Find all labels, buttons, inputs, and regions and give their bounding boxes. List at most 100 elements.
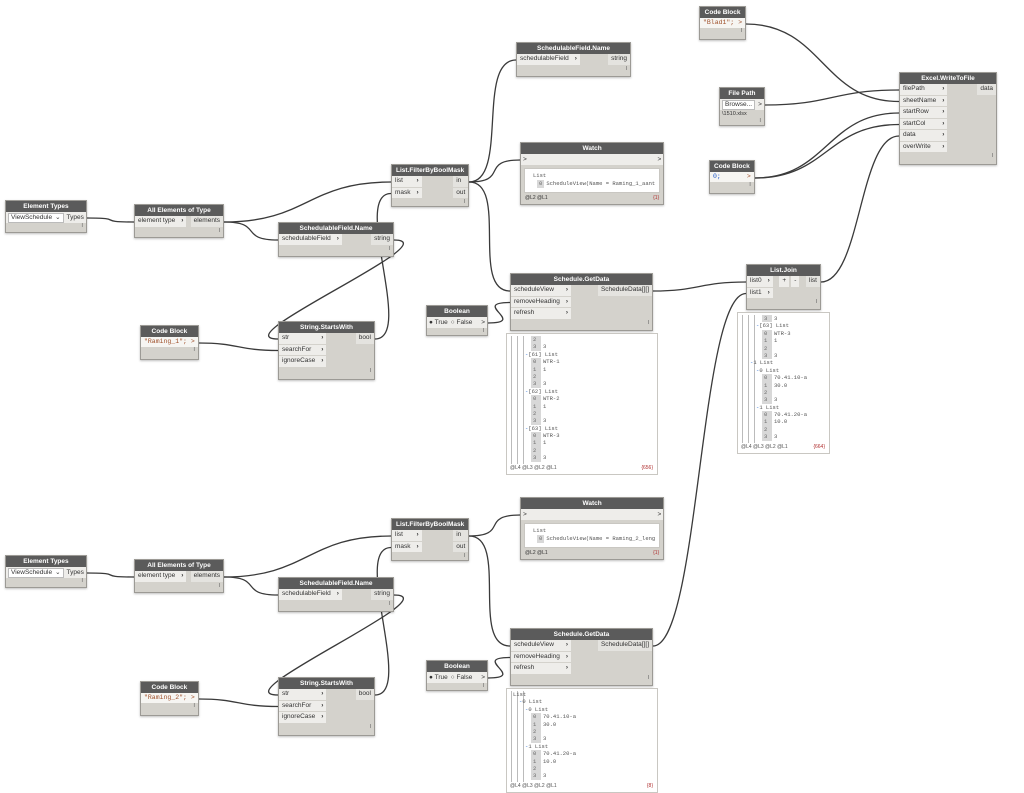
input-port-startrow[interactable]: startRow› <box>900 107 948 118</box>
collapse-toggle-icon[interactable]: - <box>519 698 523 706</box>
collapse-toggle-icon[interactable]: - <box>525 350 529 358</box>
input-port-list0[interactable]: list0› <box>747 276 773 287</box>
wire-aet1-lf1[interactable] <box>223 181 392 223</box>
wire-et2-aet2[interactable] <box>86 572 135 578</box>
code-block-editor[interactable]: "Raming_2";> <box>141 693 198 703</box>
code-text[interactable]: "Raming_2"; <box>144 694 187 701</box>
input-port-ignorecase[interactable]: ignoreCase› <box>279 712 327 723</box>
wire-cb3-ssw2[interactable] <box>198 698 279 708</box>
node-title[interactable]: All Elements of Type <box>135 205 223 216</box>
node-title[interactable]: Watch <box>521 498 664 509</box>
collapse-toggle-icon[interactable]: - <box>756 322 760 330</box>
collapse-toggle-icon[interactable]: - <box>525 742 529 750</box>
output-port-string[interactable]: string <box>608 54 630 65</box>
node-title[interactable]: Element Types <box>6 556 86 567</box>
input-port-list[interactable]: list› <box>392 530 422 541</box>
collapse-toggle-icon[interactable]: - <box>525 424 529 432</box>
wire-cb1-ssw1[interactable] <box>198 342 279 352</box>
input-port-searchfor[interactable]: searchFor› <box>279 344 327 355</box>
cb1-node[interactable]: Code Block"Raming_1";>I <box>140 325 199 360</box>
output-port-icon[interactable]: > <box>190 694 195 701</box>
output-port-icon[interactable]: > <box>657 511 662 518</box>
element-type-dropdown[interactable]: ViewSchedule⌄ <box>8 212 64 223</box>
node-title[interactable]: List.FilterByBoolMask <box>392 165 469 176</box>
input-port-scheduleview[interactable]: scheduleView› <box>511 640 572 651</box>
input-port-sheetname[interactable]: sheetName› <box>900 95 948 106</box>
collapse-toggle-icon[interactable]: - <box>750 359 754 367</box>
wire-bool2-sgd2[interactable] <box>487 656 511 679</box>
output-port-types[interactable]: Types <box>66 214 84 221</box>
input-port-removeheading[interactable]: removeHeading› <box>511 296 572 307</box>
input-port-schedulablefield[interactable]: schedulableField› <box>279 589 342 600</box>
remove-input-button[interactable]: - <box>791 276 800 287</box>
collapse-toggle-icon[interactable]: - <box>525 705 529 713</box>
input-port-filepath[interactable]: filePath› <box>900 84 948 95</box>
node-title[interactable]: Schedule.GetData <box>511 629 652 640</box>
output-port-elements[interactable]: elements <box>190 571 223 582</box>
output-port-elements[interactable]: elements <box>190 216 223 227</box>
wire-cb_blad-excel[interactable] <box>745 23 900 103</box>
input-port-searchfor[interactable]: searchFor› <box>279 700 327 711</box>
collapse-toggle-icon[interactable]: - <box>756 403 760 411</box>
radio-false[interactable]: ○ False <box>450 319 473 326</box>
node-title[interactable]: File Path <box>720 88 764 99</box>
output-port-bool[interactable]: bool <box>355 333 374 344</box>
input-port-icon[interactable]: > <box>523 511 527 518</box>
code-text[interactable]: 0; <box>713 173 721 180</box>
input-port-refresh[interactable]: refresh› <box>511 308 572 319</box>
output-port-scheduledata[interactable]: ScheduleData[][] <box>597 640 652 651</box>
wire-et1-aet1[interactable] <box>86 217 135 223</box>
input-port-mask[interactable]: mask› <box>392 187 422 198</box>
input-port-schedulablefield[interactable]: schedulableField› <box>517 54 580 65</box>
output-port-out[interactable]: out <box>453 187 469 198</box>
input-port-str[interactable]: str› <box>279 689 327 700</box>
node-title[interactable]: Boolean <box>427 661 487 672</box>
cb3-node[interactable]: Code Block"Raming_2";>I <box>140 681 199 716</box>
wire-join-excel[interactable] <box>820 135 900 283</box>
browse-button[interactable]: Browse... <box>722 99 756 110</box>
output-port-in[interactable]: in <box>453 176 469 187</box>
output-port-list[interactable]: list <box>806 276 820 287</box>
output-port-icon[interactable]: > <box>481 319 485 326</box>
wire-ssw1-lf1[interactable] <box>374 192 392 340</box>
cb-blad-node[interactable]: Code Block"Blad1";>I <box>699 6 747 40</box>
wire-lf1-sfn1[interactable] <box>468 59 517 183</box>
node-title[interactable]: Boolean <box>427 306 487 317</box>
output-port-bool[interactable]: bool <box>355 689 374 700</box>
wire-lf2-watch2[interactable] <box>468 514 521 537</box>
wire-aet2-lf2[interactable] <box>223 535 392 578</box>
node-title[interactable]: Code Block <box>710 161 754 172</box>
wire-lf1-sgd1[interactable] <box>468 181 511 292</box>
add-input-button[interactable]: + <box>779 276 790 287</box>
radio-false[interactable]: ○ False <box>450 674 473 681</box>
node-title[interactable]: String.StartsWith <box>279 322 374 333</box>
node-title[interactable]: Schedule.GetData <box>511 274 652 285</box>
output-port-data[interactable]: data <box>977 84 996 95</box>
node-title[interactable]: All Elements of Type <box>135 560 223 571</box>
output-port-out[interactable]: out <box>453 541 469 552</box>
output-port-icon[interactable]: > <box>746 173 751 180</box>
wire-lf1-watch1[interactable] <box>468 159 521 183</box>
input-port-startcol[interactable]: startCol› <box>900 118 948 129</box>
input-port-schedulablefield[interactable]: schedulableField› <box>279 234 342 245</box>
input-port-str[interactable]: str› <box>279 333 327 344</box>
node-title[interactable]: SchedulableField.Name <box>279 223 393 234</box>
wire-filepath-excel[interactable] <box>764 89 900 106</box>
code-block-editor[interactable]: "Raming_1";> <box>141 337 198 347</box>
collapse-toggle-icon[interactable]: - <box>756 366 760 374</box>
bool2-node[interactable]: Boolean● True○ False>I <box>426 660 488 691</box>
node-title[interactable]: Watch <box>521 143 664 154</box>
output-port-icon[interactable]: > <box>758 101 762 108</box>
